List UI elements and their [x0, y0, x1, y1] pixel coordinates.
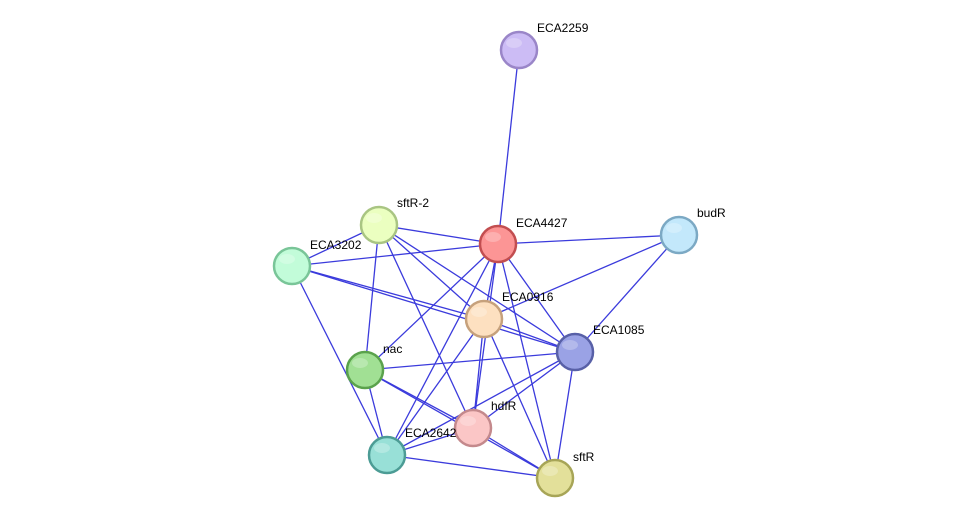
edge-ECA0916-ECA2642: [386, 318, 485, 456]
edge-ECA4427-sftR: [497, 243, 556, 479]
edge-ECA1085-sftR: [554, 351, 576, 479]
node-highlight: [562, 340, 578, 350]
node-sftR-2[interactable]: sftR-2: [359, 196, 429, 245]
node-circle[interactable]: [453, 408, 493, 448]
node-circle[interactable]: [535, 458, 575, 498]
node-highlight: [374, 443, 390, 453]
node-ECA2642[interactable]: ECA2642: [367, 426, 457, 475]
node-circle[interactable]: [659, 215, 699, 255]
node-circle[interactable]: [499, 30, 539, 70]
node-ECA1085[interactable]: ECA1085: [555, 323, 645, 372]
node-label: budR: [697, 206, 726, 220]
node-highlight: [485, 232, 501, 242]
edge-ECA2259-ECA4427: [497, 49, 520, 245]
node-hdfR[interactable]: hdfR: [453, 399, 517, 448]
edge-ECA4427-nac: [364, 243, 499, 371]
node-label: nac: [383, 342, 402, 356]
node-label: ECA3202: [310, 238, 362, 252]
node-highlight: [279, 254, 295, 264]
node-highlight: [506, 38, 522, 48]
edge-sftR-2-ECA0916: [378, 224, 485, 320]
node-label: ECA1085: [593, 323, 645, 337]
node-ECA3202[interactable]: ECA3202: [272, 238, 362, 286]
edge-sftR-2-nac: [364, 224, 380, 371]
node-ECA4427[interactable]: ECA4427: [478, 216, 568, 264]
edge-budR-ECA0916: [483, 234, 680, 320]
node-highlight: [666, 223, 682, 233]
node-label: ECA2642: [405, 426, 457, 440]
node-label: ECA2259: [537, 21, 589, 35]
edge-ECA4427-ECA1085: [497, 243, 576, 353]
node-ECA0916[interactable]: ECA0916: [464, 290, 554, 339]
node-circle[interactable]: [555, 332, 595, 372]
edge-sftR-2-hdfR: [378, 224, 474, 429]
edge-ECA4427-sftR-2: [378, 224, 499, 245]
edge-ECA0916-sftR: [483, 318, 556, 479]
node-circle[interactable]: [367, 435, 407, 475]
edge-ECA1085-hdfR: [472, 351, 576, 429]
node-highlight: [352, 358, 368, 368]
node-circle[interactable]: [272, 246, 312, 286]
node-sftR[interactable]: sftR: [535, 450, 595, 498]
node-circle[interactable]: [345, 350, 385, 390]
edge-ECA3202-ECA0916: [291, 265, 485, 320]
node-highlight: [366, 213, 382, 223]
node-label: ECA0916: [502, 290, 554, 304]
edge-ECA4427-ECA3202: [291, 243, 499, 267]
edge-ECA4427-budR: [497, 234, 680, 245]
node-highlight: [542, 466, 558, 476]
node-highlight: [460, 416, 476, 426]
node-highlight: [471, 307, 487, 317]
node-ECA2259[interactable]: ECA2259: [499, 21, 589, 70]
node-label: sftR-2: [397, 196, 429, 210]
edge-ECA3202-ECA2642: [291, 265, 388, 456]
node-nac[interactable]: nac: [345, 342, 402, 390]
node-circle[interactable]: [464, 299, 504, 339]
edge-ECA3202-ECA1085: [291, 265, 576, 353]
node-label: sftR: [573, 450, 595, 464]
node-budR[interactable]: budR: [659, 206, 726, 255]
node-label: ECA4427: [516, 216, 568, 230]
edge-ECA4427-ECA2642: [386, 243, 499, 456]
node-circle[interactable]: [359, 205, 399, 245]
edge-sftR-2-ECA1085: [378, 224, 576, 353]
node-label: hdfR: [491, 399, 517, 413]
node-circle[interactable]: [478, 224, 518, 264]
edge-ECA1085-ECA2642: [386, 351, 576, 456]
edge-ECA1085-nac: [364, 351, 576, 371]
edge-budR-ECA1085: [574, 234, 680, 353]
edge-ECA2642-sftR: [386, 454, 556, 479]
